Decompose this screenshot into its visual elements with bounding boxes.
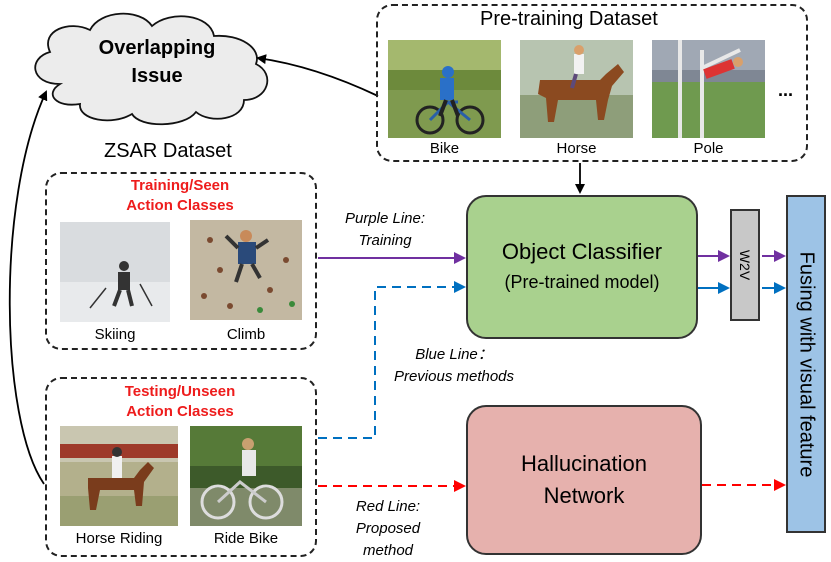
red-line-label-2: Proposed [355, 520, 421, 537]
purple-line-label: Purple Line: Training [330, 208, 440, 252]
seen-title-line1: Training/Seen [130, 177, 230, 194]
fusing-box: Fusing with visual feature [786, 195, 826, 533]
pretraining-dataset-box [376, 4, 808, 162]
more-ellipsis: ... [778, 80, 794, 100]
arrow-unseen-to-cloud [8, 90, 48, 485]
object-classifier-line1: Object Classifier [501, 239, 663, 264]
cloud-text-line1: Overlapping [98, 37, 216, 59]
red-line-label-1: Red Line: [355, 498, 421, 515]
unseen-title-line2: Action Classes [126, 403, 234, 420]
unseen-classes-box [45, 377, 317, 557]
skiing-image [60, 222, 170, 322]
horse-label: Horse [556, 140, 597, 157]
w2v-box: W2V [730, 209, 760, 321]
pretraining-title: Pre-training Dataset [480, 8, 658, 30]
blue-line-label-1: Blue Line： [415, 346, 493, 363]
horse-riding-label: Horse Riding [75, 530, 163, 547]
horse-riding-image [60, 426, 178, 526]
w2v-label: W2V [737, 249, 753, 281]
skiing-label: Skiing [94, 326, 136, 343]
zsar-dataset-title: ZSAR Dataset [104, 140, 232, 162]
blue-line-label: Blue Line： Previous methods [384, 344, 524, 388]
purple-line-label-1: Purple Line: [344, 210, 426, 227]
seen-classes-box [45, 172, 317, 350]
hallucination-network-box: Hallucination Network [466, 405, 702, 555]
red-line-label-3: method [362, 542, 414, 559]
ride-bike-image [190, 426, 302, 526]
cloud-text: Overlapping Issue [92, 34, 222, 90]
climb-label: Climb [226, 326, 266, 343]
object-classifier-line2: (Pre-trained model) [504, 272, 660, 292]
bike-label: Bike [429, 140, 460, 157]
red-line-label: Red Line: Proposed method [338, 496, 438, 562]
blue-line-label-2: Previous methods [393, 368, 515, 385]
seen-classes-title: Training/Seen Action Classes [100, 176, 260, 216]
hallucination-line2: Network [543, 483, 625, 508]
arrow-pretrain-to-cloud [256, 54, 379, 97]
ride-bike-label: Ride Bike [213, 530, 279, 547]
unseen-classes-title: Testing/Unseen Action Classes [100, 382, 260, 422]
seen-title-line2: Action Classes [126, 197, 234, 214]
fusing-label: Fusing with visual feature [795, 251, 818, 477]
object-classifier-box: Object Classifier (Pre-trained model) [466, 195, 698, 339]
bike-image [388, 40, 501, 138]
unseen-title-line1: Testing/Unseen [124, 383, 236, 400]
pole-label: Pole [693, 140, 724, 157]
purple-line-label-2: Training [358, 232, 412, 249]
pole-image [652, 40, 765, 138]
cloud-text-line2: Issue [131, 65, 183, 87]
hallucination-line1: Hallucination [521, 451, 647, 476]
climb-image [190, 220, 302, 320]
horse-image [520, 40, 633, 138]
